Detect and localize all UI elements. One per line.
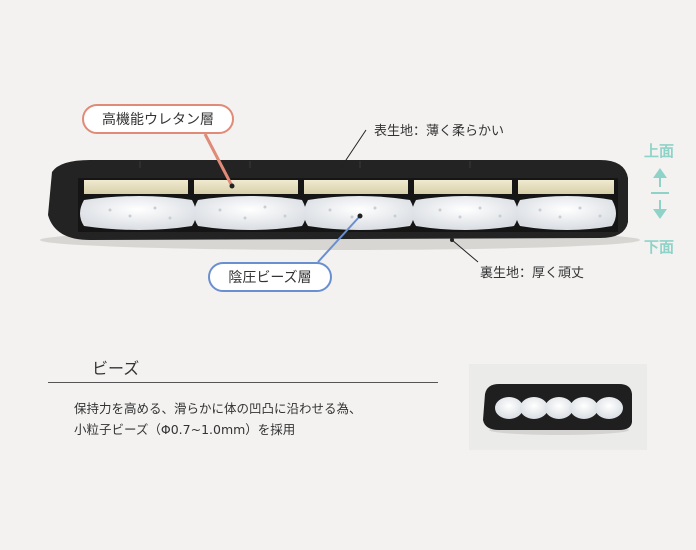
bottom-fabric-label: 裏生地：厚く頑丈 — [480, 266, 585, 281]
bead-pouches — [80, 196, 616, 230]
direction-arrow — [651, 168, 669, 219]
section-divider — [48, 382, 438, 383]
section-title: ビーズ — [92, 359, 140, 378]
urethane-layer-label: 高機能ウレタン層 — [102, 112, 214, 128]
top-side-label: 上面 — [644, 142, 675, 160]
urethane-blocks — [84, 180, 614, 194]
description-line-2: 小粒子ビーズ（Φ0.7~1.0mm）を採用 — [74, 422, 296, 437]
section-description: 保持力を高める、滑らかに体の凹凸に沿わせる為、 小粒子ビーズ（Φ0.7~1.0m… — [74, 398, 362, 440]
top-fabric-label: 表生地：薄く柔らかい — [374, 124, 505, 139]
urethane-layer-callout: 高機能ウレタン層 — [82, 104, 234, 134]
description-line-1: 保持力を高める、滑らかに体の凹凸に沿わせる為、 — [74, 401, 362, 416]
bottom-side-label: 下面 — [644, 238, 675, 256]
beads-thumbnail-image — [469, 364, 647, 450]
beads-layer-callout: 陰圧ビーズ層 — [208, 262, 332, 292]
beads-layer-label: 陰圧ビーズ層 — [228, 270, 312, 286]
beads-thumbnail-illustration — [483, 384, 632, 435]
